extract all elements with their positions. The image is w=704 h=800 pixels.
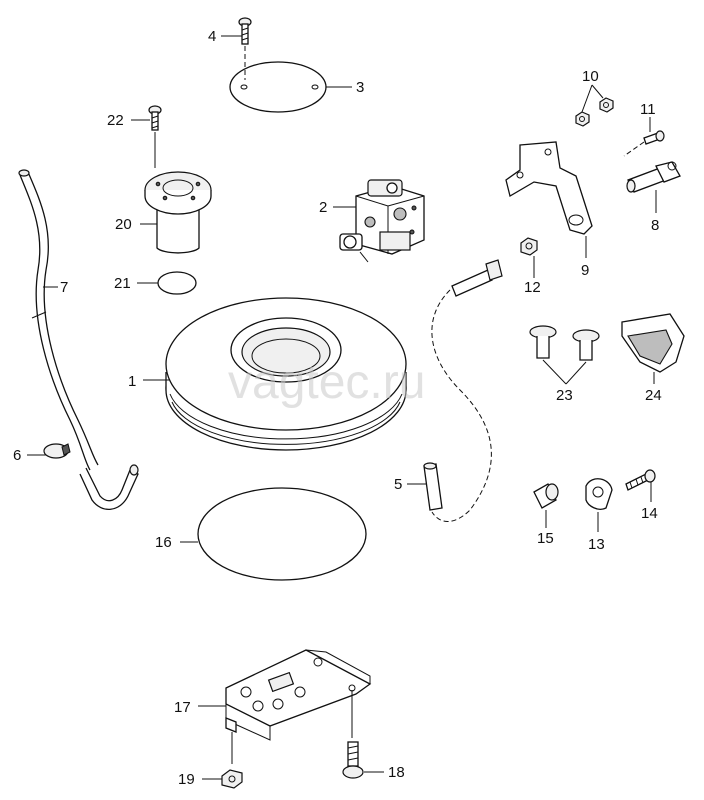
part-10-nuts[interactable] — [575, 97, 614, 127]
callout-21: 21 — [114, 275, 131, 292]
callout-5: 5 — [394, 476, 402, 493]
leader-lines — [27, 35, 657, 780]
part-21-o-ring[interactable] — [157, 271, 197, 295]
callout-22: 22 — [107, 112, 124, 129]
callout-17: 17 — [174, 699, 191, 716]
callout-2: 2 — [319, 199, 327, 216]
callout-15: 15 — [537, 530, 554, 547]
part-16-gasket[interactable] — [197, 487, 367, 581]
part-18-bolt[interactable] — [342, 741, 364, 779]
part-1-toroidal-tank[interactable] — [165, 297, 407, 451]
part-23-grommets[interactable] — [529, 325, 600, 361]
part-11-screw[interactable] — [623, 130, 665, 157]
watermark: vagtec.ru — [228, 356, 425, 409]
callout-10: 10 — [582, 68, 599, 85]
part-14-screw[interactable] — [625, 469, 656, 491]
callout-8: 8 — [651, 217, 659, 234]
part-24-protective-cap[interactable] — [621, 313, 685, 373]
callout-numbers: 1 2 3 4 5 6 7 8 9 10 11 12 13 14 15 16 1… — [13, 28, 662, 788]
callout-6: 6 — [13, 447, 21, 464]
part-15-cap[interactable] — [533, 483, 559, 509]
callout-4: 4 — [208, 28, 216, 45]
part-17-mounting-plate[interactable] — [225, 649, 372, 764]
part-3-cover-plate[interactable] — [229, 61, 327, 113]
callout-24: 24 — [645, 387, 662, 404]
part-5-hose[interactable] — [423, 462, 443, 511]
part-7-hose[interactable] — [18, 169, 139, 510]
part-12-nut[interactable] — [520, 237, 538, 256]
callout-3: 3 — [356, 79, 364, 96]
part-20-flange-sleeve[interactable] — [144, 171, 212, 254]
callout-7: 7 — [60, 279, 68, 296]
part-4-screw[interactable] — [238, 17, 252, 80]
part-9-bracket[interactable] — [505, 141, 593, 235]
callout-9: 9 — [581, 262, 589, 279]
callout-19: 19 — [178, 771, 195, 788]
part-22-screw[interactable] — [148, 105, 162, 168]
callout-18: 18 — [388, 764, 405, 781]
part-2-valve-block[interactable] — [339, 179, 425, 263]
callout-12: 12 — [524, 279, 541, 296]
callout-23: 23 — [556, 387, 573, 404]
part-8-connector[interactable] — [626, 161, 681, 193]
callout-11: 11 — [640, 101, 656, 118]
callout-16: 16 — [155, 534, 172, 551]
bolt-with-cable[interactable] — [431, 259, 503, 522]
callout-13: 13 — [588, 536, 605, 553]
part-19-nut[interactable] — [221, 769, 243, 789]
callout-20: 20 — [115, 216, 132, 233]
part-13-clip[interactable] — [585, 478, 613, 510]
callout-1: 1 — [128, 373, 136, 390]
callout-14: 14 — [641, 505, 658, 522]
part-6-clamp[interactable] — [43, 443, 71, 459]
